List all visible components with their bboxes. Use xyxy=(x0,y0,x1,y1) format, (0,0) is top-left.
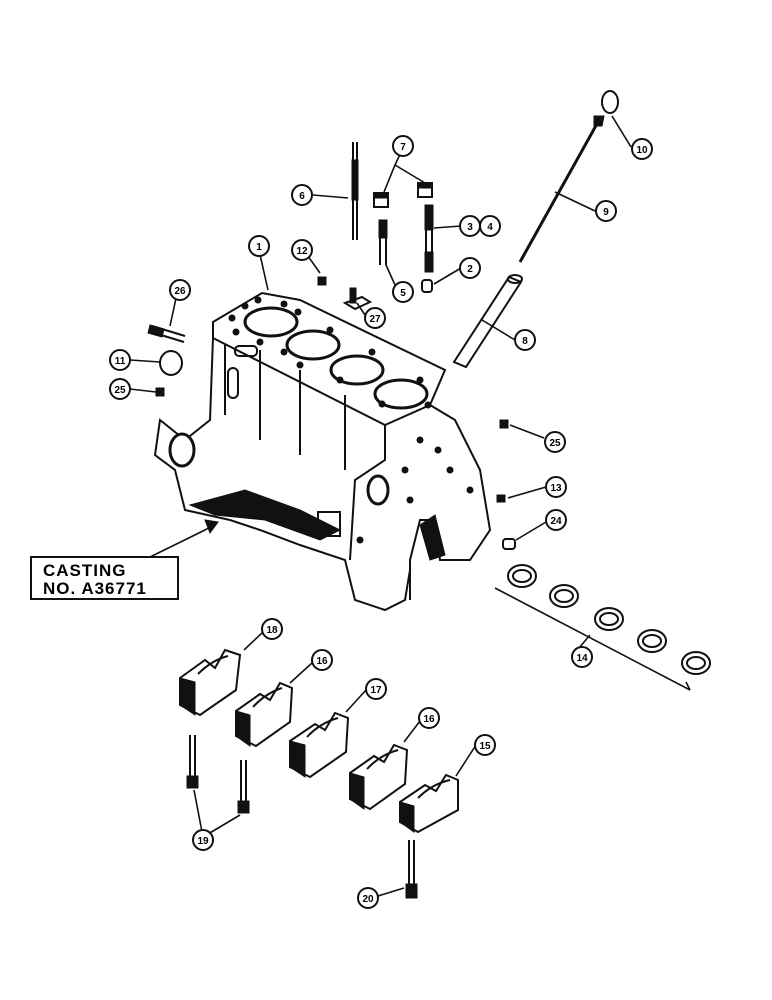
cylinder-block xyxy=(153,291,492,612)
callout-3: 3 xyxy=(459,215,481,237)
main-bearing-caps xyxy=(179,648,459,834)
svg-text:15: 15 xyxy=(479,741,491,752)
svg-text:25: 25 xyxy=(114,385,126,396)
callout-11: 11 xyxy=(109,349,131,371)
svg-text:14: 14 xyxy=(576,653,588,664)
stud-26 xyxy=(147,324,186,343)
svg-text:19: 19 xyxy=(197,836,209,847)
svg-text:4: 4 xyxy=(487,222,493,233)
callout-16-b: 16 xyxy=(418,707,440,729)
callout-5: 5 xyxy=(392,281,414,303)
callout-26: 26 xyxy=(169,279,191,301)
cap-bolts-19 xyxy=(186,735,250,814)
plug-13 xyxy=(496,494,506,503)
svg-text:25: 25 xyxy=(549,438,561,449)
svg-text:27: 27 xyxy=(369,314,381,325)
callout-17: 17 xyxy=(365,678,387,700)
bearing-cap-18 xyxy=(179,648,242,717)
cap-bolt-20 xyxy=(405,840,418,899)
callout-1: 1 xyxy=(248,235,270,257)
plug-11 xyxy=(159,350,183,376)
bushing-2 xyxy=(421,279,433,293)
callout-13: 13 xyxy=(545,476,567,498)
callout-4: 4 xyxy=(479,215,501,237)
svg-text:1: 1 xyxy=(256,242,262,253)
svg-text:20: 20 xyxy=(362,894,374,905)
casting-line-1: CASTING xyxy=(43,561,127,580)
stud-3-4 xyxy=(424,204,434,273)
dipstick-9-10 xyxy=(518,90,619,263)
svg-text:12: 12 xyxy=(296,246,308,257)
svg-text:3: 3 xyxy=(467,222,473,233)
svg-text:18: 18 xyxy=(266,625,278,636)
svg-text:2: 2 xyxy=(467,264,473,275)
callouts: 1 2 3 4 5 6 7 8 9 10 11 12 13 14 15 16 1… xyxy=(109,135,653,909)
plug-25-left xyxy=(155,387,165,397)
svg-text:13: 13 xyxy=(550,483,562,494)
callout-25-right: 25 xyxy=(544,431,566,453)
nut-7 xyxy=(373,182,433,208)
callout-12: 12 xyxy=(291,239,313,261)
dowel-24 xyxy=(502,538,516,550)
callout-2: 2 xyxy=(459,257,481,279)
bearing-cap-15 xyxy=(399,773,459,834)
bearing-cap-16-b xyxy=(349,743,409,811)
svg-text:16: 16 xyxy=(423,714,435,725)
callout-8: 8 xyxy=(514,329,536,351)
svg-text:17: 17 xyxy=(370,685,382,696)
svg-text:16: 16 xyxy=(316,656,328,667)
svg-text:7: 7 xyxy=(400,142,406,153)
bearing-cap-16-a xyxy=(235,681,294,748)
svg-text:26: 26 xyxy=(174,286,186,297)
callout-16-a: 16 xyxy=(311,649,333,671)
camshaft-bearings-14 xyxy=(494,564,711,691)
callout-27: 27 xyxy=(364,307,386,329)
callout-7: 7 xyxy=(392,135,414,157)
callout-24: 24 xyxy=(545,509,567,531)
callout-14: 14 xyxy=(571,646,593,668)
plug-12 xyxy=(317,276,327,286)
callout-9: 9 xyxy=(595,200,617,222)
casting-note: CASTING NO. A36771 xyxy=(30,519,219,600)
svg-text:10: 10 xyxy=(636,145,648,156)
svg-text:9: 9 xyxy=(603,207,609,218)
callout-10: 10 xyxy=(631,138,653,160)
svg-text:8: 8 xyxy=(522,336,528,347)
callout-20: 20 xyxy=(357,887,379,909)
callout-15: 15 xyxy=(474,734,496,756)
svg-text:6: 6 xyxy=(299,191,305,202)
head-stud-6 xyxy=(351,142,359,240)
callout-18: 18 xyxy=(261,618,283,640)
fitting-27 xyxy=(342,287,373,311)
callout-19: 19 xyxy=(192,829,214,851)
stud-5 xyxy=(378,219,388,265)
plug-25-right xyxy=(499,419,509,429)
svg-text:5: 5 xyxy=(400,288,406,299)
bearing-cap-17 xyxy=(289,711,350,779)
dipstick-tube-8 xyxy=(452,274,523,369)
casting-line-2: NO. A36771 xyxy=(43,579,147,598)
svg-text:11: 11 xyxy=(115,356,126,367)
callout-6: 6 xyxy=(291,184,313,206)
callout-25-left: 25 xyxy=(109,378,131,400)
svg-text:24: 24 xyxy=(550,516,562,527)
